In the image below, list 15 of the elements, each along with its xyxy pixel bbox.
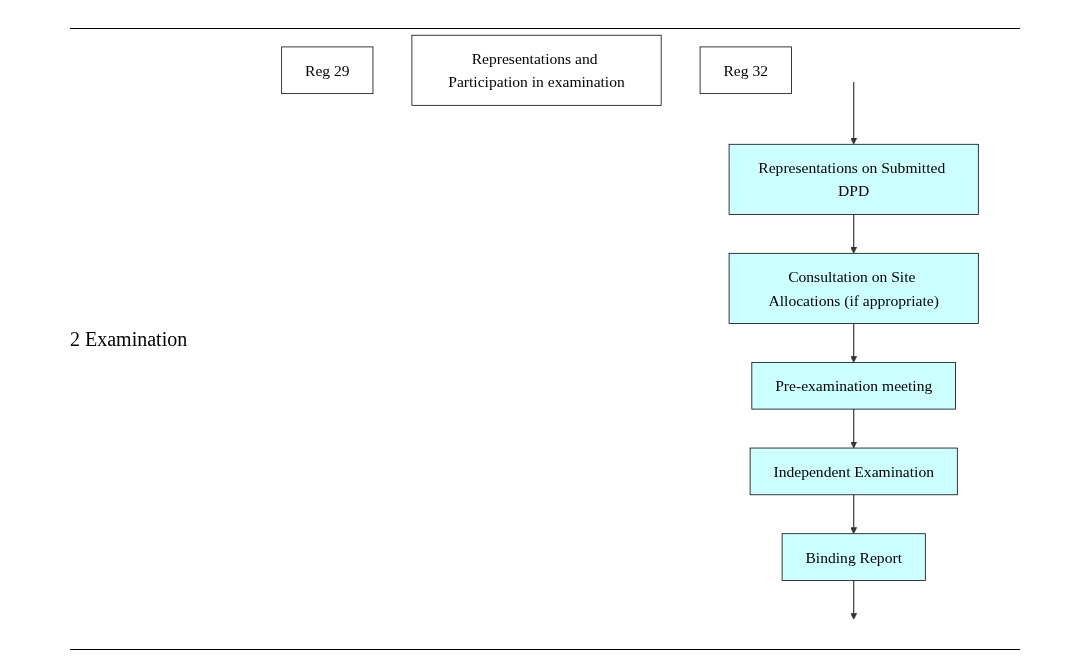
node-box: Reg 32	[699, 46, 792, 95]
section-label: 2 Examination	[70, 327, 189, 351]
node-box: Representations and Participation in examination	[411, 34, 662, 106]
arrow	[850, 494, 858, 535]
node-box: Independent Examination	[749, 447, 958, 496]
node-box: Reg 29	[281, 46, 374, 95]
arrow	[850, 213, 858, 254]
arrow	[850, 322, 858, 363]
arrow	[850, 579, 858, 620]
node-box: Pre-examination meeting	[751, 362, 956, 410]
node-box: Binding Report	[781, 533, 926, 581]
arrow	[850, 81, 858, 145]
node-box: Representations on Submitted DPD	[728, 143, 979, 215]
node-box: Consultation on Site Allocations (if appropriate)	[728, 252, 979, 324]
arrow	[850, 408, 858, 449]
